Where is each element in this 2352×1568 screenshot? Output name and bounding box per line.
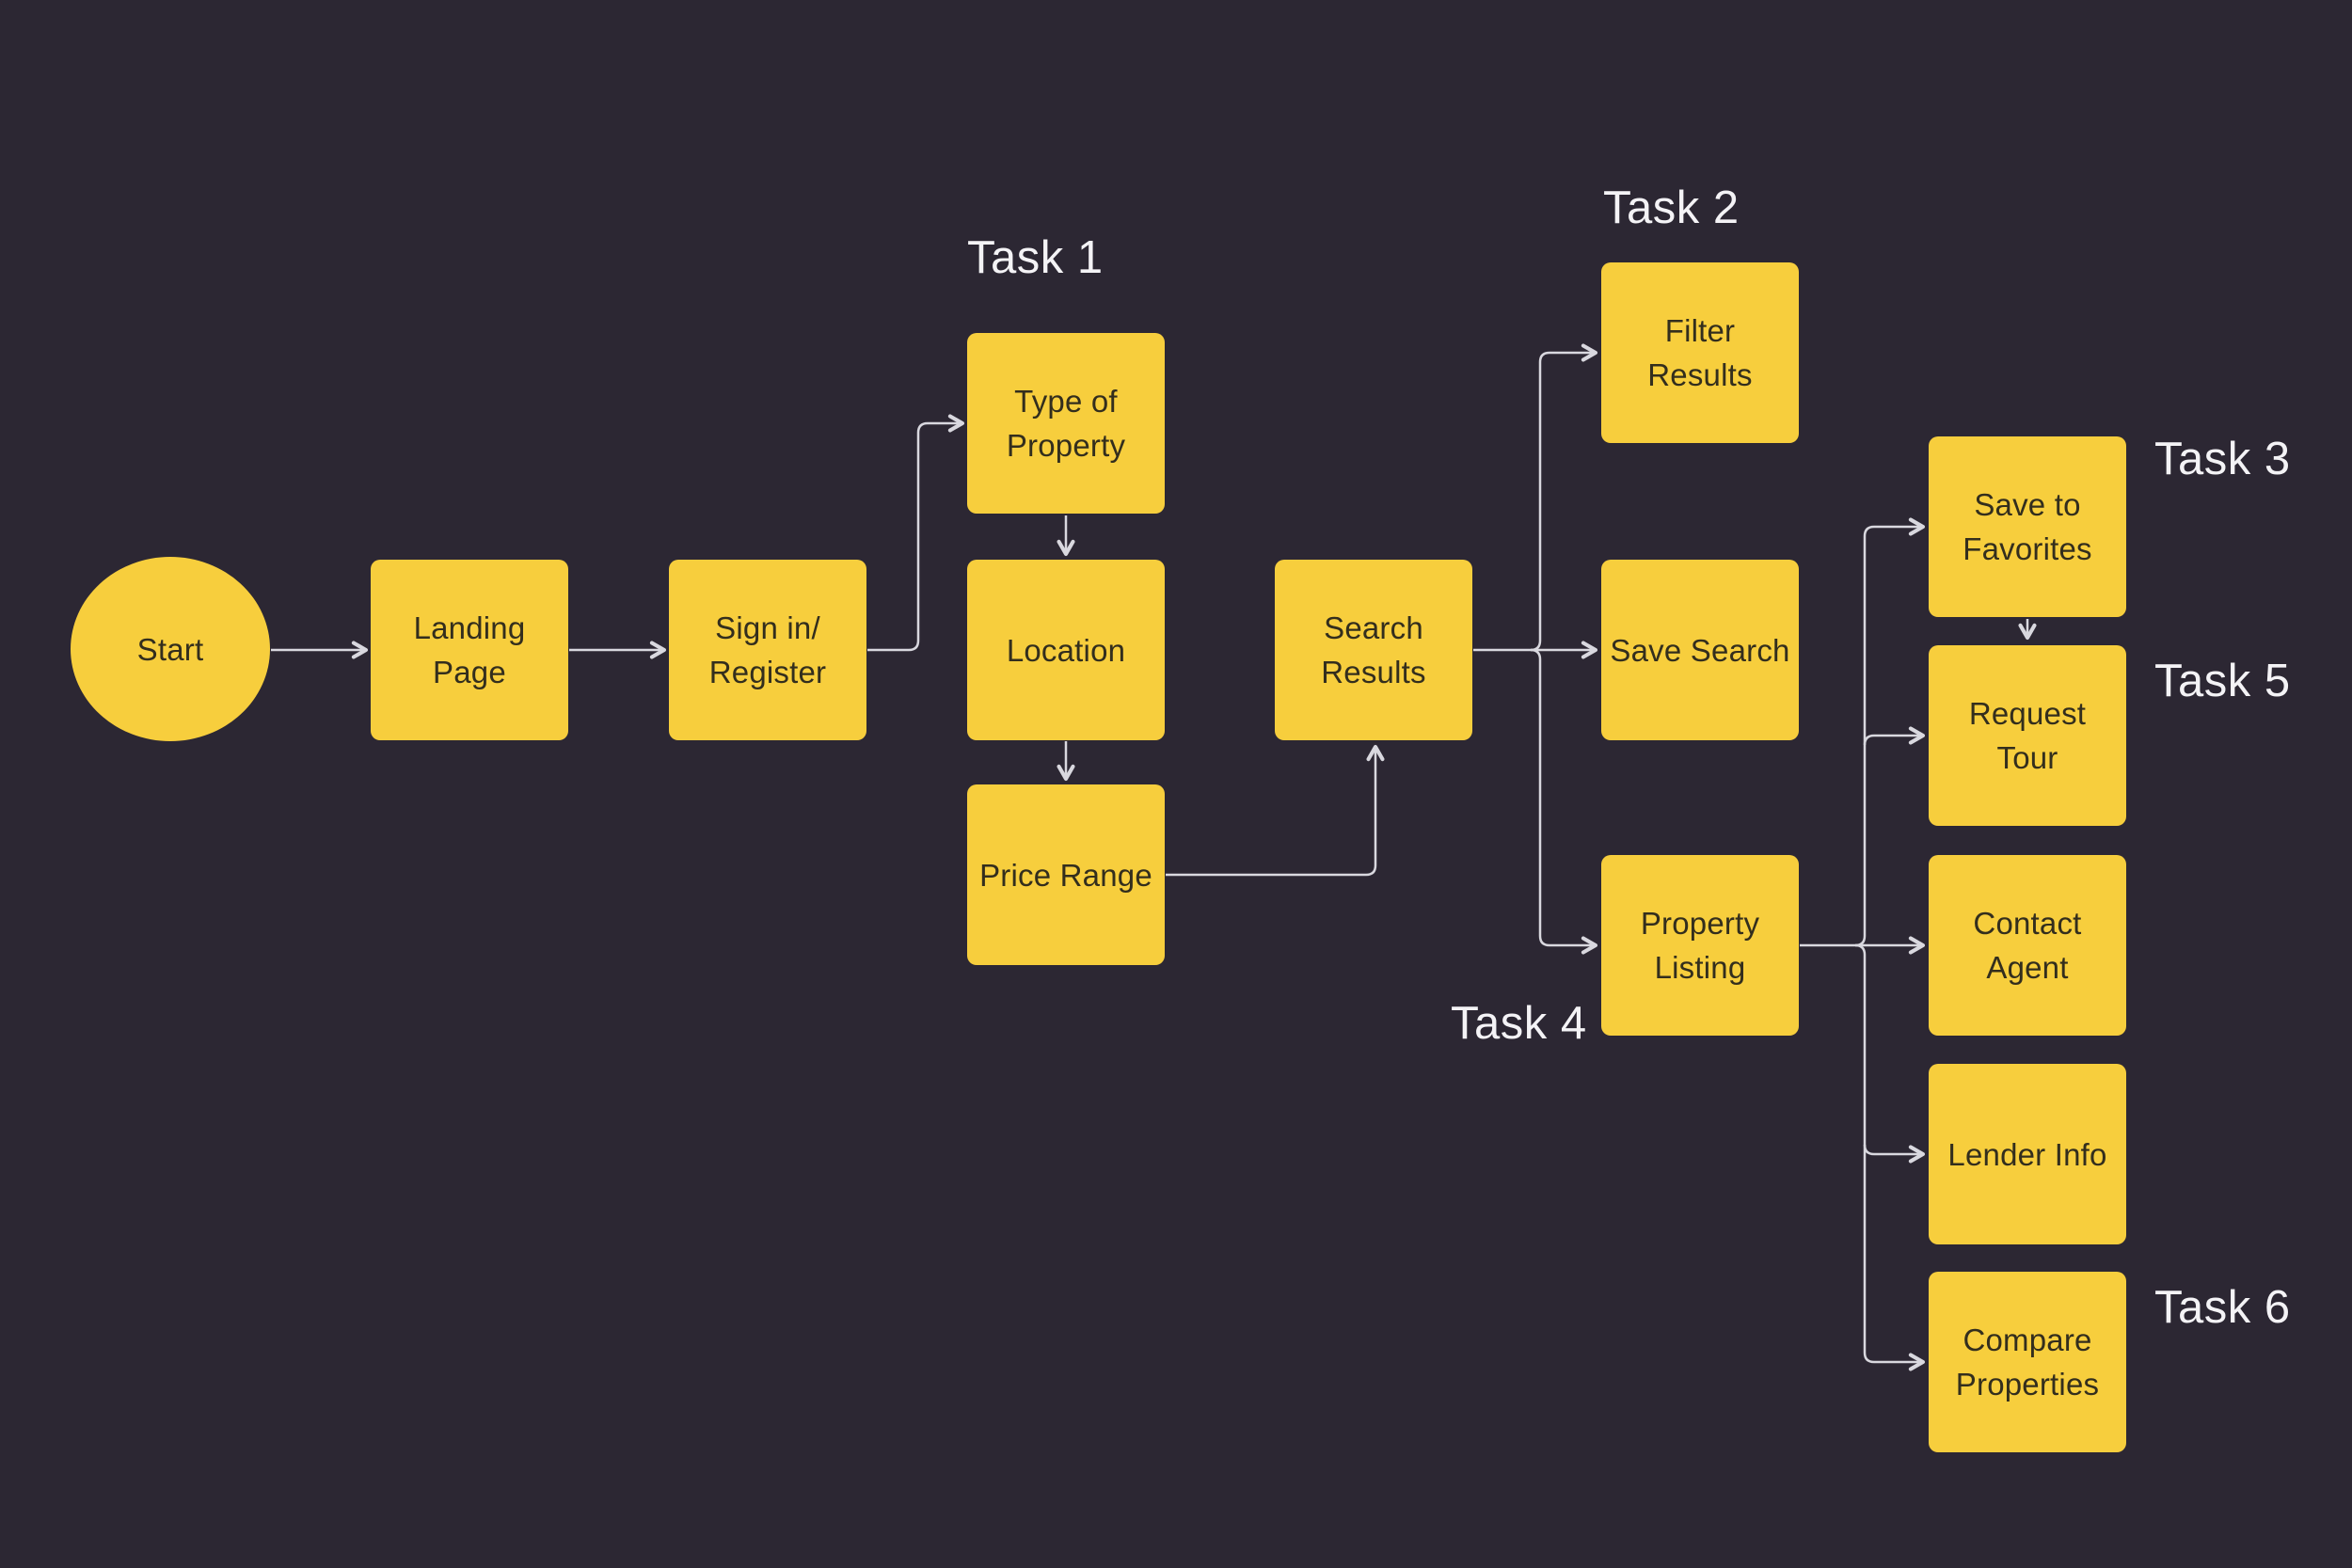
node-save-to-favorites[interactable]: Save to Favorites bbox=[1929, 436, 2126, 617]
edge-property-listing-save-to-favorites bbox=[1854, 517, 1926, 947]
edge-search-results-property-listing bbox=[1530, 648, 1598, 955]
node-compare-properties[interactable]: Compare Properties bbox=[1929, 1272, 2126, 1452]
edge-property-listing-lender-info bbox=[1863, 1144, 1926, 1164]
node-sign-in-register[interactable]: Sign in/ Register bbox=[669, 560, 866, 740]
task-label-4: Task 4 bbox=[1451, 998, 1587, 1049]
node-price-range-label: Price Range bbox=[979, 857, 1152, 893]
node-landing-page[interactable]: Landing Page bbox=[371, 560, 568, 740]
node-start-label: Start bbox=[136, 631, 204, 667]
node-request-tour-label: Request Tour bbox=[1968, 696, 2087, 775]
node-save-search[interactable]: Save Search bbox=[1601, 560, 1799, 740]
node-save-to-favorites-label: Save to Favorites bbox=[1963, 487, 2092, 566]
task-label-2: Task 2 bbox=[1603, 182, 1740, 233]
node-sign-in-register-label: Sign in/ Register bbox=[708, 610, 827, 689]
node-property-listing[interactable]: Property Listing bbox=[1601, 855, 1799, 1036]
task-label-5: Task 5 bbox=[2154, 656, 2291, 706]
task-label-1: Task 1 bbox=[967, 232, 1104, 283]
edge-search-results-filter-results bbox=[1530, 343, 1598, 652]
node-request-tour[interactable]: Request Tour bbox=[1929, 645, 2126, 826]
node-compare-properties-label: Compare Properties bbox=[1955, 1323, 2100, 1402]
edge-price-range-search-results bbox=[1166, 744, 1385, 877]
node-landing-page-label: Landing Page bbox=[413, 610, 526, 689]
task-label-3: Task 3 bbox=[2154, 434, 2291, 484]
node-filter-results-label: Filter Results bbox=[1647, 313, 1753, 392]
node-filter-results[interactable]: Filter Results bbox=[1601, 262, 1799, 443]
node-contact-agent-label: Contact Agent bbox=[1973, 906, 2082, 985]
edge-property-listing-request-tour bbox=[1863, 726, 1926, 746]
node-save-search-label: Save Search bbox=[1610, 632, 1790, 668]
node-start[interactable]: Start bbox=[71, 557, 270, 741]
node-property-listing-label: Property Listing bbox=[1640, 906, 1760, 985]
node-lender-info-label: Lender Info bbox=[1947, 1136, 2107, 1172]
node-search-results[interactable]: Search Results bbox=[1275, 560, 1472, 740]
node-price-range[interactable]: Price Range bbox=[967, 784, 1165, 965]
edge-sign-in-type-of-property bbox=[867, 414, 965, 652]
node-type-of-property-label: Type of Property bbox=[1006, 384, 1126, 463]
node-lender-info[interactable]: Lender Info bbox=[1929, 1064, 2126, 1244]
node-location[interactable]: Location bbox=[967, 560, 1165, 740]
node-search-results-label: Search Results bbox=[1321, 610, 1426, 689]
node-location-label: Location bbox=[1006, 632, 1126, 668]
node-contact-agent[interactable]: Contact Agent bbox=[1929, 855, 2126, 1036]
task-label-6: Task 6 bbox=[2154, 1282, 2291, 1333]
edge-property-listing-compare-properties bbox=[1854, 943, 1926, 1371]
node-type-of-property[interactable]: Type of Property bbox=[967, 333, 1165, 514]
